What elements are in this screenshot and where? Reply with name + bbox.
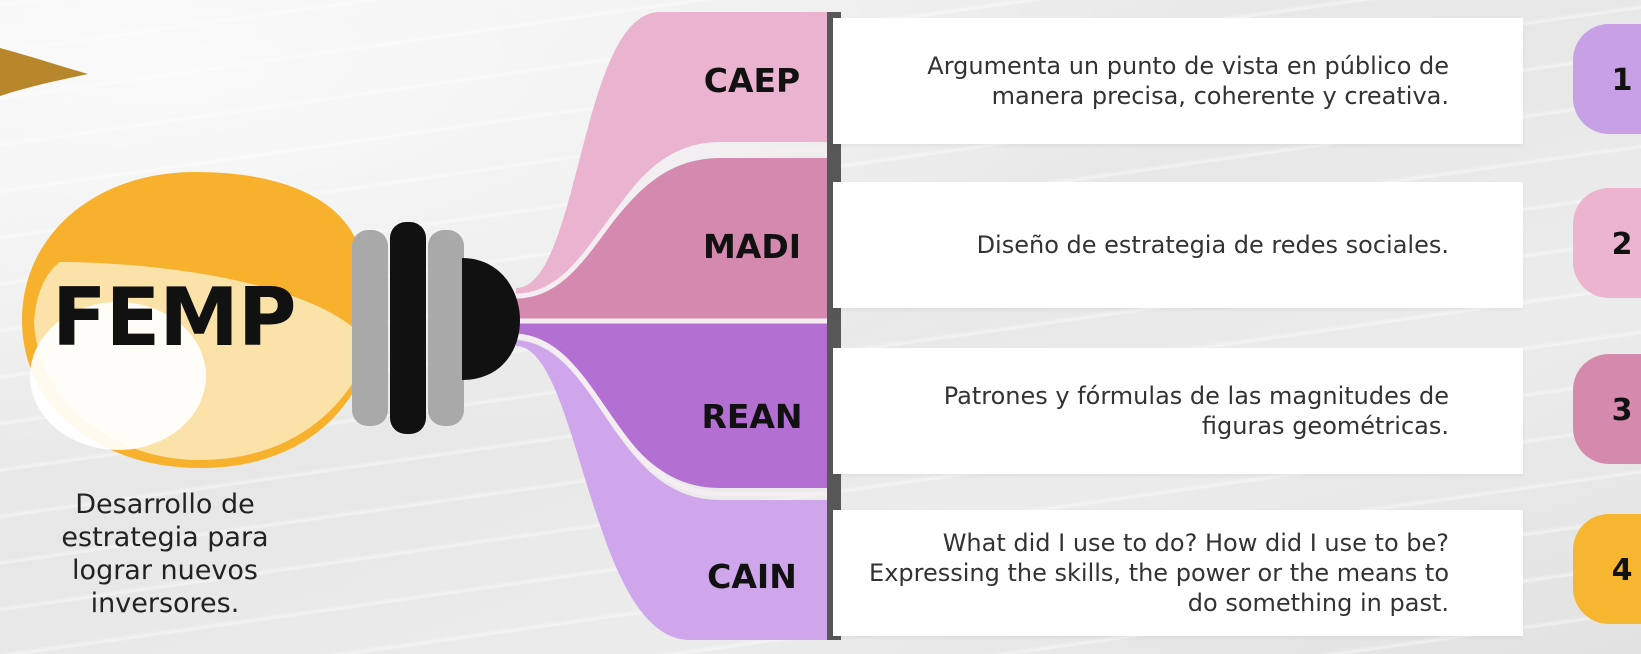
hub-title: FEMP: [52, 271, 297, 364]
description-card-3: Patrones y fórmulas de las magnitudes de…: [833, 348, 1523, 474]
number-badge-3: [1573, 354, 1641, 464]
branch-label-caep: CAEP: [703, 61, 801, 100]
number-label-1: 1: [1611, 63, 1633, 98]
hub-subtitle: Desarrollo de estrategia para lograr nue…: [61, 489, 269, 619]
branch-ribbon-madi: [516, 158, 833, 320]
ribbon-separator: [515, 147, 833, 299]
corner-swoosh: [0, 48, 88, 96]
description-text: What did I use to do? How did I use to b…: [869, 529, 1449, 617]
number-badge-2: [1573, 188, 1641, 298]
number-label-2: 2: [1611, 227, 1633, 262]
branch-ribbon-cain: [516, 340, 833, 640]
description-card-2: Diseño de estrategia de redes sociales.: [833, 182, 1523, 308]
description-card-1: Argumenta un punto de vista en público d…: [833, 18, 1523, 144]
branch-label-madi: MADI: [702, 227, 802, 266]
branch-ribbon-rean: [516, 322, 833, 488]
number-badge-1: [1573, 24, 1641, 134]
divider-bar: [827, 12, 841, 640]
number-label-3: 3: [1611, 393, 1633, 428]
number-badge-4: [1573, 514, 1641, 624]
description-card-4: What did I use to do? How did I use to b…: [833, 510, 1523, 636]
description-text: Patrones y fórmulas de las magnitudes de…: [943, 382, 1449, 440]
lightbulb-icon: [22, 172, 520, 468]
ribbon-separator: [515, 333, 833, 497]
description-text: Argumenta un punto de vista en público d…: [927, 52, 1449, 110]
branch-label-cain: CAIN: [707, 557, 797, 596]
number-label-4: 4: [1611, 553, 1633, 588]
branch-label-rean: REAN: [701, 397, 803, 436]
branch-ribbon-caep: [516, 12, 833, 300]
description-text: Diseño de estrategia de redes sociales.: [976, 231, 1449, 259]
